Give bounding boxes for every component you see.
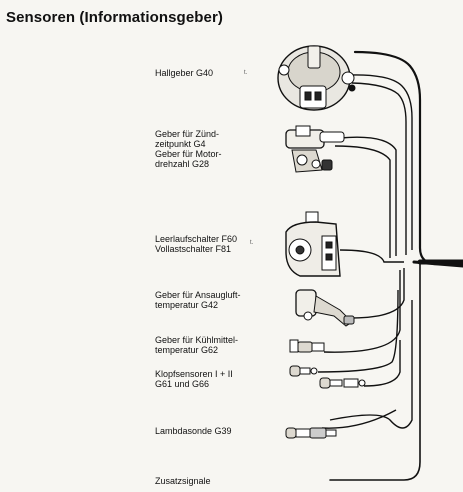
label-knock-sensors: Klopfsensoren I + II G61 und G66 — [155, 369, 233, 389]
wiring-bus — [329, 50, 463, 481]
intake-air-temp-wire — [349, 268, 405, 319]
label-idle-fullload-switch: Leerlaufschalter F60 Vollastschalter F81 — [155, 234, 238, 254]
throttle-switch-marker: t. — [250, 240, 254, 246]
ignition-speed-sender-icon — [285, 125, 345, 173]
knock-sensor-2-icon — [319, 377, 366, 389]
label-intake-air-temp-sender: Geber für Ansaugluft- temperatur G42 — [155, 290, 241, 310]
throttle-switch-icon — [285, 211, 341, 277]
knock-sensor-1-icon — [289, 365, 318, 377]
lambda-probe-icon — [285, 427, 337, 439]
label-lambda-probe: Lambdasonde G39 — [155, 426, 232, 436]
knock-sensors-wire — [317, 289, 401, 387]
label-hall-sender: Hallgeber G40 — [155, 68, 214, 78]
hall-sender-marker: t. — [244, 70, 248, 76]
coolant-temp-sender-icon — [289, 339, 325, 353]
ignition-speed-sender-wire — [334, 136, 397, 258]
hall-sender-icon — [277, 45, 356, 111]
page-title: Sensoren (Informationsgeber) — [6, 9, 223, 26]
intake-air-temp-sender-icon — [295, 289, 355, 327]
throttle-switch-wire — [339, 249, 404, 263]
label-additional-signals: Zusatzsignale — [155, 476, 211, 486]
lambda-probe-wire — [321, 300, 413, 429]
label-ignition-speed-sender: Geber für Zünd- zeitpunkt G4 Geber für M… — [155, 129, 222, 169]
hall-sender-wire — [349, 74, 413, 255]
coolant-temp-wire — [323, 270, 401, 353]
label-coolant-temp-sender: Geber für Kühlmittel- temperatur G62 — [155, 335, 239, 355]
